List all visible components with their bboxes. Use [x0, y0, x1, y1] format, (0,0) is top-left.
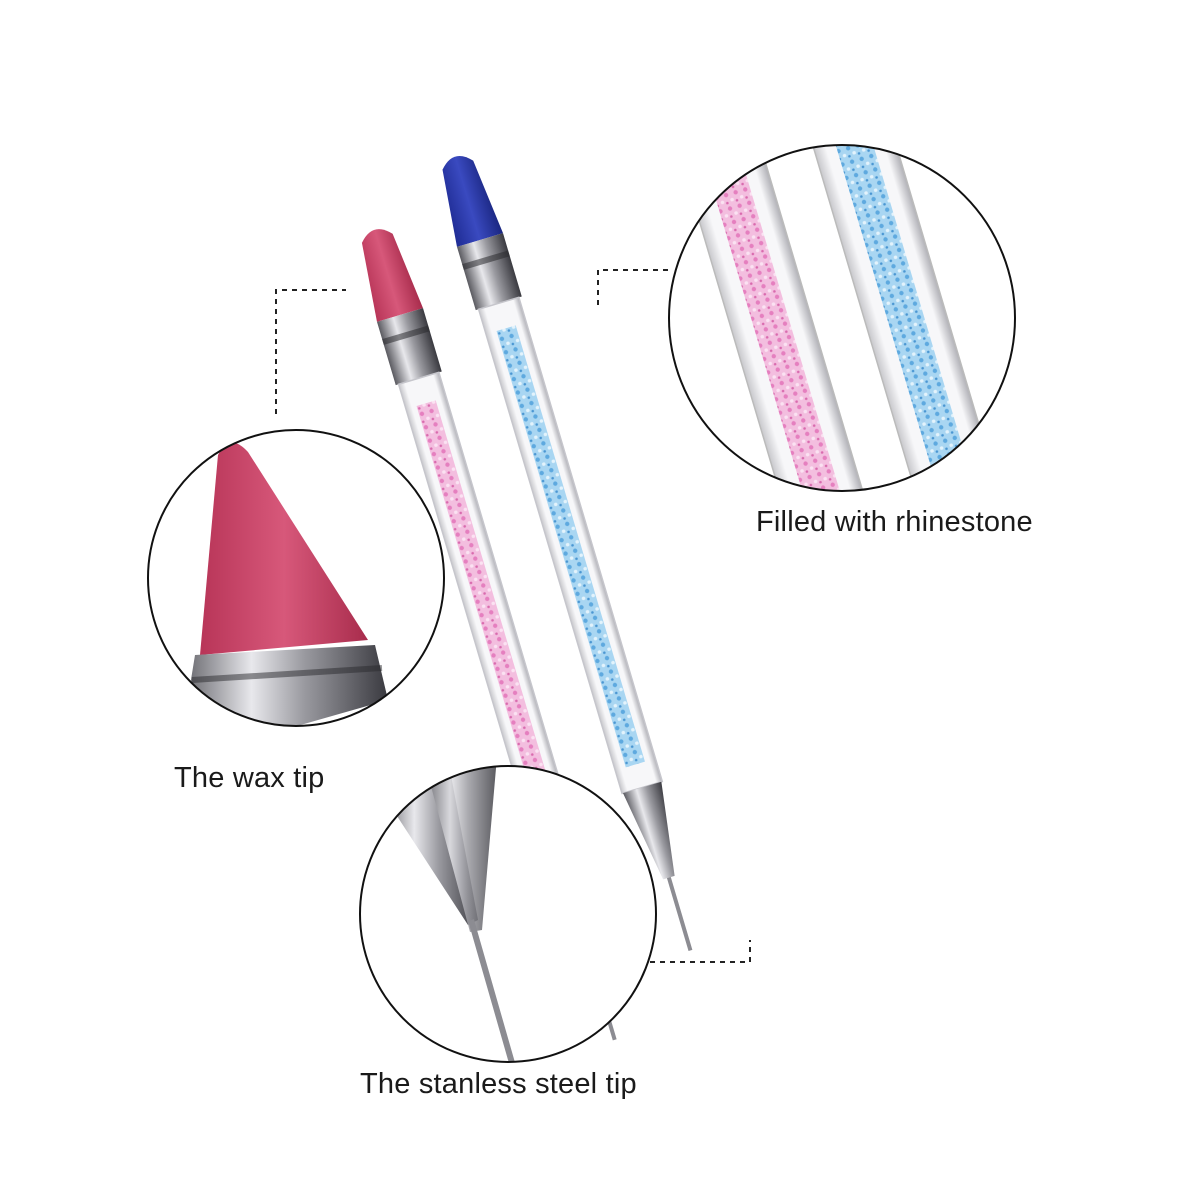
rhinestone-magnifier — [668, 144, 1016, 492]
pink-wax-tip — [361, 229, 424, 322]
leader-steel — [640, 940, 751, 963]
blue-wax-tip — [442, 155, 504, 247]
dashed-leader-lines — [275, 269, 751, 963]
pink-rhinestone-fill — [416, 400, 570, 857]
pink-metal-collar — [376, 308, 442, 386]
blue-needle — [666, 877, 693, 952]
rhinestone-caption: Filled with rhinestone — [756, 506, 1033, 538]
steel-tip-caption: The stanless steel tip — [360, 1068, 637, 1100]
leader-rhine — [597, 269, 668, 305]
wax-tip-caption: The wax tip — [174, 762, 325, 794]
leader-wax — [275, 289, 346, 414]
blue-metal-collar — [456, 233, 522, 311]
steel-tip-magnifier — [359, 765, 657, 1063]
blue-pen — [442, 155, 693, 952]
blue-rhinestone-fill — [496, 325, 645, 768]
blue-steel-cone — [622, 781, 675, 880]
wax-tip-magnifier — [147, 429, 445, 727]
